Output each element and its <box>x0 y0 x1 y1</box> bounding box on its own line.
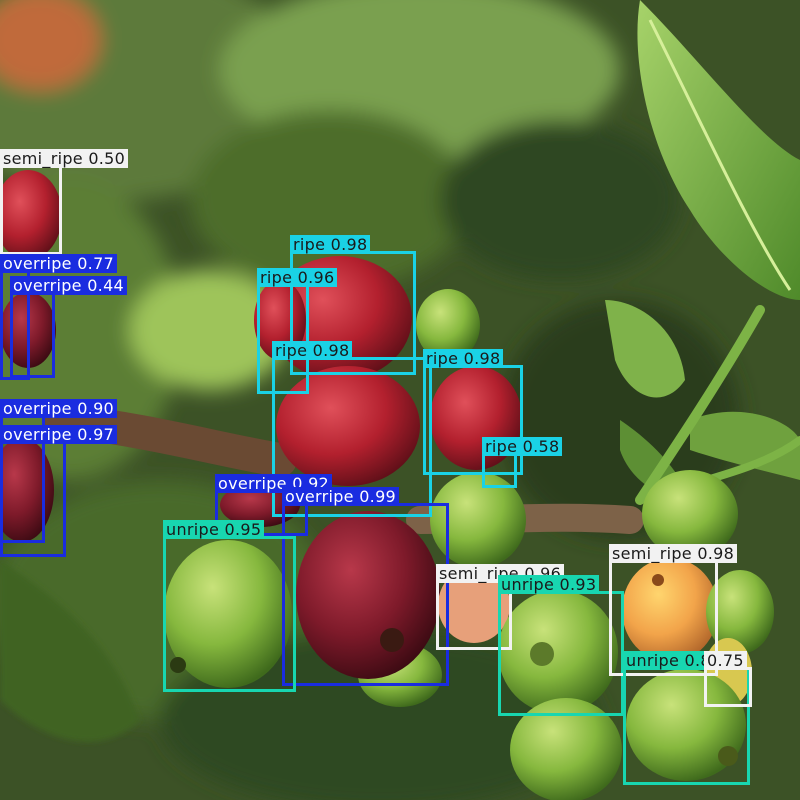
detection-label: unripe 0.95 <box>163 520 265 539</box>
detection-label: unripe 0.88 <box>623 651 725 670</box>
detection-box[interactable]: 0.75 <box>704 651 752 707</box>
detection-label: overripe 0.90 <box>0 399 118 418</box>
detection-box[interactable]: overripe 0.99 <box>282 487 449 686</box>
detection-box[interactable]: ripe 0.58 <box>482 437 563 488</box>
detection-label: ripe 0.58 <box>482 437 563 456</box>
detection-label: semi_ripe 0.98 <box>609 544 738 563</box>
detection-label: ripe 0.98 <box>290 235 371 254</box>
detection-label: ripe 0.98 <box>272 341 353 360</box>
detection-box[interactable]: unripe 0.88 <box>623 651 750 785</box>
detection-box[interactable]: semi_ripe 0.98 <box>609 544 738 676</box>
detection-box[interactable]: overripe 0.44 <box>10 276 128 378</box>
detection-box[interactable]: ripe 0.96 <box>257 268 338 394</box>
detection-box[interactable]: unripe 0.95 <box>163 520 296 692</box>
detection-label: ripe 0.96 <box>257 268 338 287</box>
detection-box[interactable]: overripe 0.77 <box>0 254 118 380</box>
detection-box[interactable]: semi_ripe 0.50 <box>0 149 129 255</box>
detection-label: semi_ripe 0.50 <box>0 149 129 168</box>
detection-box[interactable]: overripe 0.97 <box>0 425 118 557</box>
detection-label: overripe 0.99 <box>282 487 400 506</box>
detection-label: 0.75 <box>704 651 747 670</box>
detection-label: unripe 0.93 <box>498 575 600 594</box>
detection-label: ripe 0.98 <box>423 349 504 368</box>
detection-label: overripe 0.44 <box>10 276 128 295</box>
detection-label: overripe 0.97 <box>0 425 118 444</box>
detection-box[interactable]: ripe 0.98 <box>272 341 432 517</box>
detection-box[interactable]: unripe 0.93 <box>498 575 624 716</box>
detection-box[interactable]: ripe 0.98 <box>423 349 523 475</box>
detection-label: overripe 0.77 <box>0 254 118 273</box>
detection-box[interactable]: ripe 0.98 <box>290 235 416 375</box>
